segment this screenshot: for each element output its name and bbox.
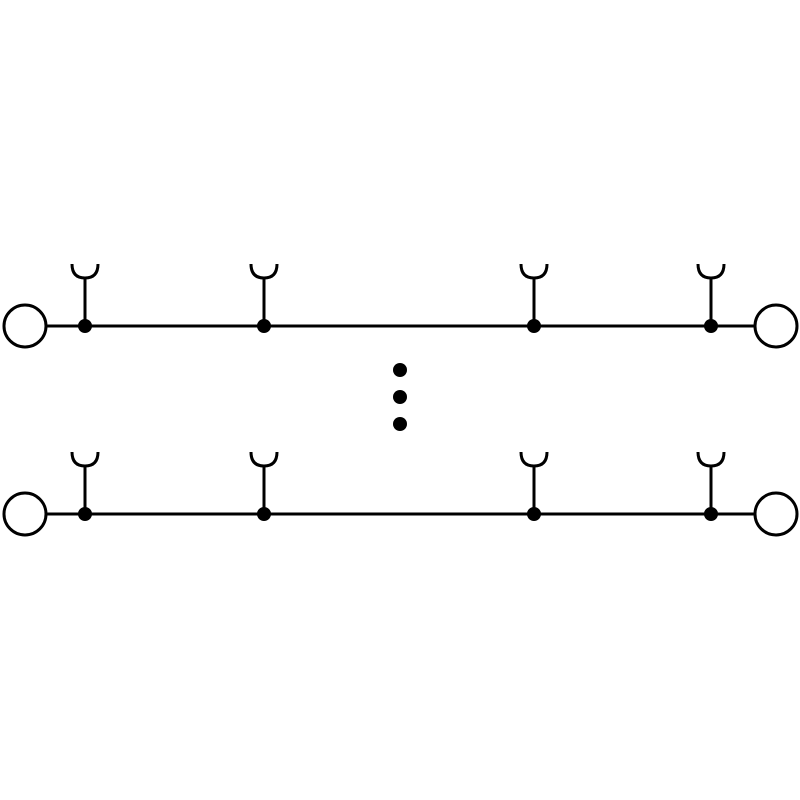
right-terminal: [753, 491, 799, 537]
left-terminal: [2, 303, 48, 349]
continuation-ellipsis: [393, 363, 407, 431]
right-terminal: [753, 303, 799, 349]
junction-dot: [257, 507, 271, 521]
tap-1: [70, 451, 100, 521]
junction-dot: [78, 507, 92, 521]
junction-dot: [527, 319, 541, 333]
tap-3: [519, 451, 549, 521]
junction-dot: [704, 319, 718, 333]
junction-dot: [257, 319, 271, 333]
socket-icon: [70, 451, 100, 468]
tap-4: [696, 263, 726, 333]
junction-dot: [704, 507, 718, 521]
socket-icon: [696, 263, 726, 280]
socket-icon: [696, 451, 726, 468]
ellipsis-dot: [393, 363, 407, 377]
tap-2: [249, 263, 279, 333]
ellipsis-dot: [393, 417, 407, 431]
socket-icon: [70, 263, 100, 280]
tap-3: [519, 263, 549, 333]
socket-icon: [249, 451, 279, 468]
junction-dot: [527, 507, 541, 521]
junction-dot: [78, 319, 92, 333]
left-terminal: [2, 491, 48, 537]
tap-4: [696, 451, 726, 521]
ellipsis-dot: [393, 390, 407, 404]
rows-layer: [2, 263, 799, 537]
socket-icon: [249, 263, 279, 280]
socket-icon: [519, 263, 549, 280]
bottom-row: [2, 451, 799, 537]
tap-2: [249, 451, 279, 521]
socket-icon: [519, 451, 549, 468]
tap-1: [70, 263, 100, 333]
top-row: [2, 263, 799, 349]
